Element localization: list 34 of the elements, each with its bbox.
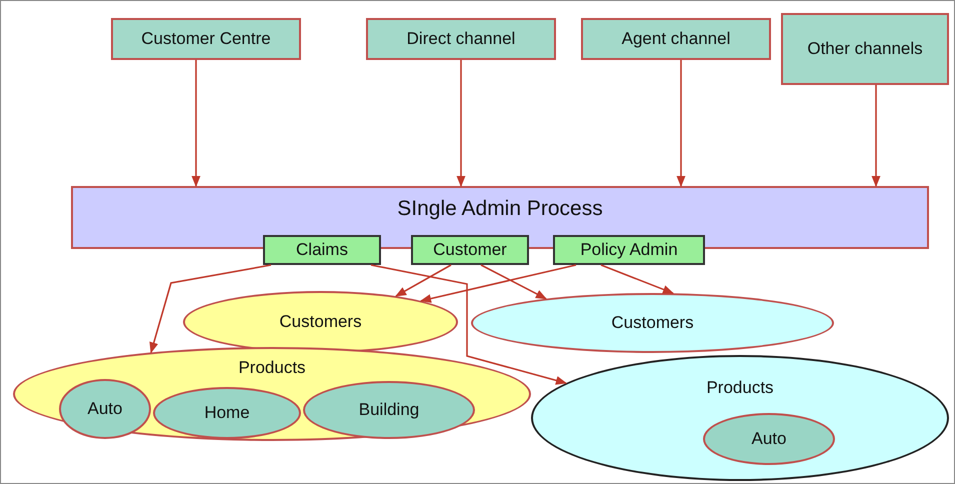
channel-box xyxy=(366,18,556,60)
arrow xyxy=(456,60,466,188)
arrow xyxy=(480,264,547,300)
arrow xyxy=(600,264,674,294)
channel-box xyxy=(581,18,771,60)
module-box xyxy=(553,235,705,265)
node-label: Agent channel xyxy=(620,28,732,50)
node-label: Home xyxy=(203,402,251,424)
node-label: Customers xyxy=(278,311,363,333)
arrow xyxy=(395,264,452,297)
node-label: Auto xyxy=(750,428,788,450)
node-label: SIngle Admin Process xyxy=(396,196,604,222)
arrow xyxy=(149,264,272,354)
node-label: Claims xyxy=(295,239,349,261)
node-label: Auto xyxy=(86,398,124,420)
node-label: Direct channel xyxy=(406,28,516,50)
arrow xyxy=(676,60,686,188)
customer-ellipse xyxy=(471,293,834,353)
arrow xyxy=(872,85,880,188)
node-label: Policy Admin xyxy=(579,239,679,261)
node-label: Customer xyxy=(432,239,508,261)
arrow xyxy=(192,60,200,188)
node-label: Customers xyxy=(610,312,695,334)
arrow xyxy=(420,264,576,303)
module-box xyxy=(263,235,381,265)
node-label: Customer Centre xyxy=(140,28,272,50)
node-label: Building xyxy=(358,399,420,421)
node-label: Products xyxy=(237,357,307,378)
node-label: Products xyxy=(705,377,775,398)
channel-box xyxy=(111,18,301,60)
channel-box xyxy=(781,13,949,85)
arrow xyxy=(370,264,568,385)
module-box xyxy=(411,235,529,265)
node-label: Other channels xyxy=(806,38,924,60)
